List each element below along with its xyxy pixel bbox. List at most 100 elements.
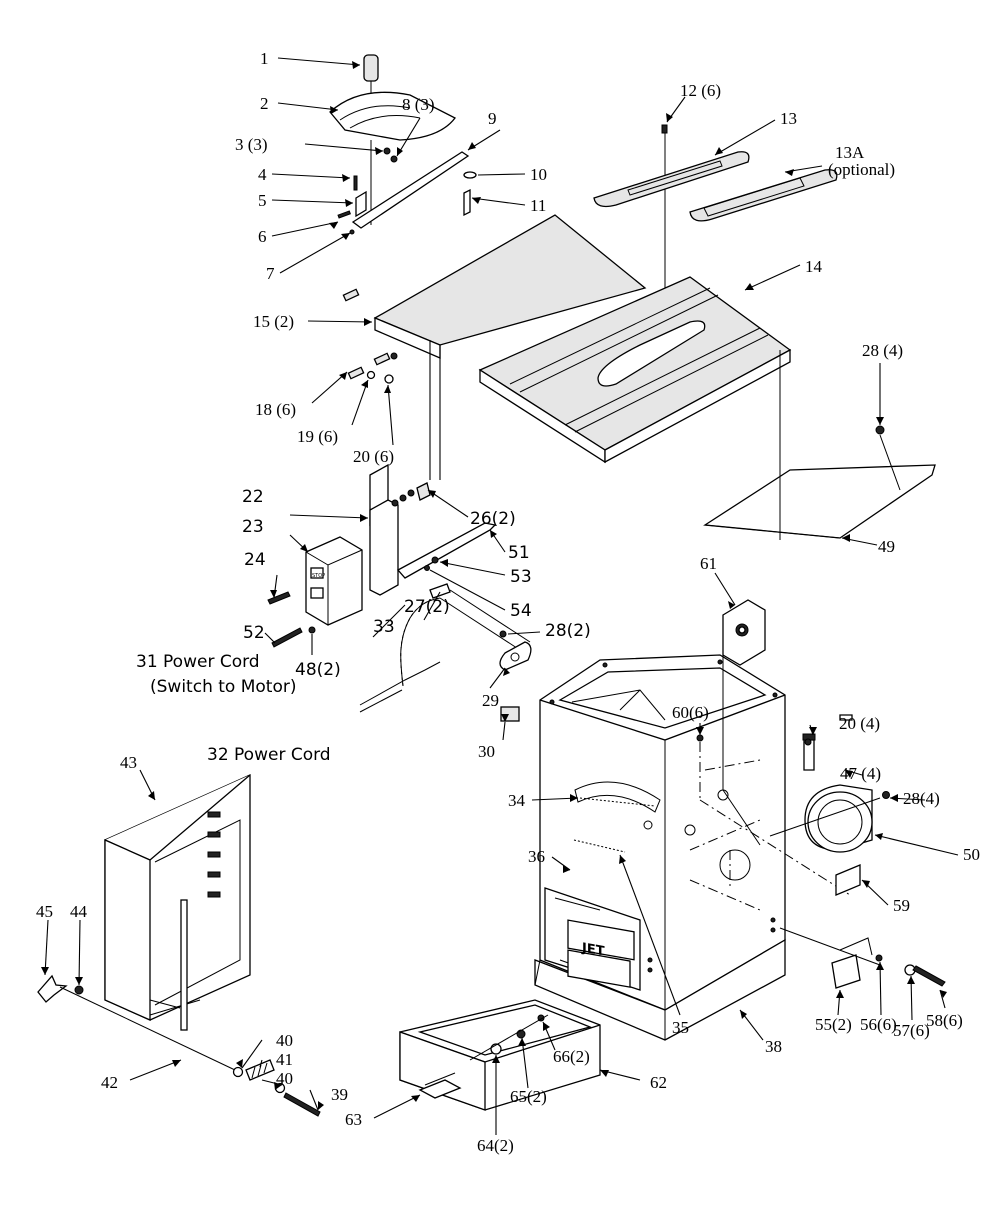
label-3: 3 (3): [235, 135, 268, 154]
label-36: 36: [528, 847, 545, 866]
label-51: 51: [508, 543, 530, 563]
wing-fasteners: [342, 288, 398, 384]
label-57: 57(6): [893, 1021, 930, 1040]
part-40-washer: [232, 1066, 244, 1078]
label-24: 24: [244, 550, 266, 570]
label-65: 65(2): [510, 1087, 547, 1106]
label-28-middle: 28(2): [545, 621, 591, 641]
label-27: 27(2): [404, 597, 450, 617]
part-26-strain-relief: [416, 482, 431, 501]
label-63: 63: [345, 1110, 362, 1129]
part-52-screw: [271, 627, 303, 648]
part-56-washer: [875, 954, 883, 962]
label-12: 12 (6): [680, 81, 721, 100]
label-19: 19 (6): [297, 427, 338, 446]
label-13a-line1: 13A: [835, 143, 865, 162]
label-9: 9: [488, 109, 497, 128]
label-22: 22: [242, 487, 264, 507]
part-65-washer: [516, 1029, 526, 1039]
part-35-plate: [567, 919, 635, 961]
part-13-insert: [593, 151, 750, 208]
label-41: 41: [276, 1050, 293, 1069]
label-26: 26(2): [470, 509, 516, 529]
label-30: 30: [478, 742, 495, 761]
part-28-screw-top: [875, 425, 885, 435]
part-63-handle: [418, 1079, 462, 1099]
part-5-bracket: [355, 190, 367, 218]
part-8-screw: [390, 155, 398, 163]
label-43: 43: [120, 753, 137, 772]
part-10-washer: [463, 171, 477, 179]
label-34: 34: [508, 791, 526, 810]
blade-guard-assembly: [329, 54, 477, 235]
caster-hardware: [779, 864, 946, 989]
label-32: 32 Power Cord: [207, 745, 331, 765]
label-38: 38: [765, 1037, 782, 1056]
label-33: 33: [373, 617, 395, 637]
label-18: 18 (6): [255, 400, 296, 419]
label-15: 15 (2): [253, 312, 294, 331]
label-5: 5: [258, 191, 267, 210]
label-48: 48(2): [295, 660, 341, 680]
part-44-washer: [74, 985, 84, 995]
part-27-connector: [429, 583, 451, 599]
cabinet: JET: [534, 654, 786, 1041]
part-55-bracket: [831, 954, 861, 989]
part-20-nut: [384, 374, 394, 384]
part-42-rod: [180, 899, 188, 1031]
part-18-bolt: [342, 288, 360, 302]
label-28-right: 28(4): [903, 789, 940, 808]
label-53: 53: [510, 567, 532, 587]
label-44: 44: [70, 902, 88, 921]
label-31-line2: (Switch to Motor): [150, 677, 296, 697]
part-59-bracket: [835, 864, 861, 896]
label-55: 55(2): [815, 1015, 852, 1034]
power-cords: [359, 583, 532, 722]
label-50: 50: [963, 845, 980, 864]
label-28-top: 28 (4): [862, 341, 903, 360]
part-19-washer: [366, 370, 376, 380]
part-28-screw: [499, 630, 507, 638]
label-56: 56(6): [860, 1015, 897, 1034]
part-58-bolt: [912, 965, 946, 987]
callout-labels: 1 2 3 (3) 4 5 6 7 8 (3) 9 10 11 12 (6) 1…: [36, 49, 980, 1155]
svg-text:JET: JET: [581, 941, 605, 960]
part-4-pin: [353, 175, 358, 191]
part-49-motor-cover-plate: [703, 464, 936, 539]
label-10: 10: [530, 165, 547, 184]
label-58: 58(6): [926, 1011, 963, 1030]
label-61: 61: [700, 554, 717, 573]
part-23-switch: [305, 536, 363, 626]
part-39-bolt: [283, 1092, 321, 1117]
part-36-jet-plate: [567, 949, 631, 988]
label-66: 66(2): [553, 1047, 590, 1066]
label-23: 23: [242, 517, 264, 537]
svg-text:STOP: STOP: [312, 573, 325, 579]
label-62: 62: [650, 1073, 667, 1092]
label-7: 7: [266, 264, 275, 283]
dust-port: [769, 714, 890, 853]
label-52: 52: [243, 623, 265, 643]
part-28-screw-side: [882, 791, 890, 799]
table-assembly: [373, 214, 792, 480]
label-20-right: 20 (4): [839, 714, 880, 733]
label-8: 8 (3): [402, 95, 435, 114]
label-45: 45: [36, 902, 53, 921]
label-11: 11: [530, 196, 546, 215]
label-54: 54: [510, 601, 532, 621]
label-6: 6: [258, 227, 267, 246]
part-54-screw: [424, 565, 430, 571]
part-34-scale: [574, 781, 661, 813]
part-60-screw: [696, 734, 704, 742]
part-3-nut: [383, 147, 391, 155]
part-13a-insert-optional: [689, 169, 838, 222]
part-7-nut: [349, 229, 355, 235]
label-2: 2: [260, 94, 269, 113]
label-4: 4: [258, 165, 267, 184]
label-31-line1: 31 Power Cord: [136, 652, 260, 672]
label-39: 39: [331, 1085, 348, 1104]
part-24-screw: [267, 591, 291, 605]
label-1: 1: [260, 49, 269, 68]
part-11-bolt: [463, 188, 471, 217]
